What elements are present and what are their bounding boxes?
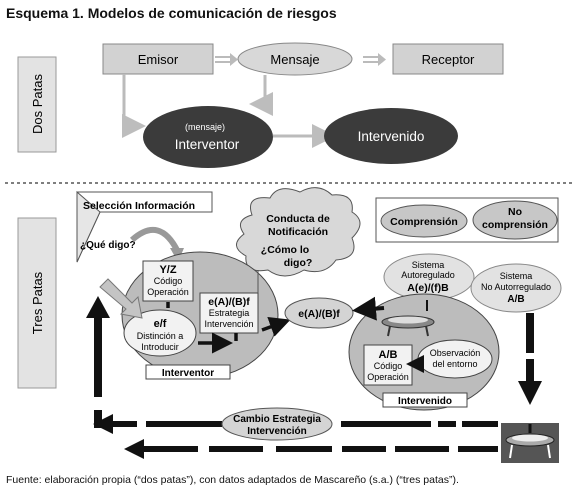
como-text-2: digo? [284, 257, 313, 269]
no-comprension-node [472, 200, 558, 240]
interventor-label-text: Interventor [162, 368, 214, 379]
intervenido-to-eab-mid-arrow [352, 296, 385, 321]
ab-text-2: Operación [367, 372, 409, 382]
source-footnote: Fuente: elaboración propia (“dos patas”)… [6, 474, 459, 486]
eab-to-eab-mid-arrow [261, 316, 291, 337]
ef-text-1: Distinción a [137, 331, 184, 341]
mensaje-node [237, 42, 353, 76]
cambio-text-1: Cambio Estrategia [233, 414, 321, 425]
emisor-to-mensaje-arrow [215, 53, 238, 66]
yz-box [142, 260, 194, 302]
sistema-noauto-text-1: Sistema [500, 271, 533, 281]
emisor-text: Emisor [138, 52, 179, 67]
yz-text-1: Código [154, 276, 183, 286]
dos-patas-label: Dos Patas [30, 74, 45, 134]
eab-box [199, 292, 259, 334]
bottom-dashed-arrow-upper [93, 414, 498, 434]
cambio-text-2: Intervención [247, 426, 306, 437]
eab-mid-text: e(A)/(B)f [298, 308, 340, 320]
interventor-text: Interventor [175, 137, 240, 152]
no-comprension-text-2: comprensión [482, 219, 548, 231]
seleccion-to-interventor-arrow [99, 278, 143, 319]
ab-text-1: Código [374, 361, 403, 371]
no-comprension-text-1: No [508, 206, 522, 218]
conducta-cloud [236, 187, 361, 277]
sistema-no-autorregulado-node [470, 263, 562, 313]
eab-text-2: Estrategia [209, 308, 250, 318]
interventor-node [143, 106, 273, 168]
intervenido-label-text: Intervenido [398, 396, 452, 407]
yz-text-2: Operación [147, 287, 189, 297]
intervenido-text: Intervenido [358, 129, 425, 144]
que-digo-text: ¿Qué digo? [80, 240, 136, 251]
sistema-auto-text-3: A(e)/(f)B [407, 282, 449, 294]
dos-patas-label-box [17, 56, 57, 153]
observacion-text-2: del entorno [432, 359, 477, 369]
cambio-estrategia-node [221, 407, 333, 441]
sistema-noauto-text-3: A/B [507, 294, 524, 305]
emisor-box [102, 43, 214, 75]
mensaje-text: Mensaje [270, 52, 319, 67]
ab-text: A/B [379, 349, 398, 361]
ef-text-2: Introducir [141, 342, 179, 352]
tres-patas-label-box [17, 217, 57, 389]
sistema-auto-text-2: Autoregulado [401, 270, 455, 280]
ab-box [363, 344, 413, 386]
intervenido-label-box [382, 392, 468, 408]
sistema-noauto-text-2: No Autorregulado [481, 282, 551, 292]
table-icon-2 [501, 423, 559, 463]
sistema-auto-text-1: Sistema [412, 260, 445, 270]
receptor-box [392, 43, 504, 75]
seleccion-shadow [76, 190, 101, 263]
intervenido-node [324, 108, 458, 164]
conducta-text-2: Notificación [268, 226, 328, 238]
bottom-dashed-arrow-lower [124, 439, 498, 459]
eab-text-3: Intervención [204, 319, 253, 329]
que-digo-curved-arrow [130, 227, 181, 254]
ef-node [123, 309, 197, 357]
mensaje-to-interventor-arrow [249, 75, 273, 116]
comprension-node [380, 204, 468, 238]
conducta-text-1: Conducta de [266, 213, 330, 225]
right-vertical-dashed-arrow [518, 313, 542, 405]
mensaje-to-receptor-arrow [363, 53, 386, 66]
ef-text: e/f [154, 318, 167, 330]
diagram-title: Esquema 1. Modelos de comunicación de ri… [6, 5, 337, 21]
table-icon-1 [381, 315, 435, 337]
eab-text-1: e(A)/(B)f [208, 296, 250, 308]
tres-patas-label: Tres Patas [30, 271, 45, 334]
receptor-text: Receptor [422, 52, 475, 67]
yz-text: Y/Z [159, 264, 176, 276]
emisor-to-interventor-arrow [122, 74, 146, 138]
interventor-small-text: (mensaje) [185, 122, 225, 132]
observacion-text-1: Observación [430, 348, 481, 358]
interventor-label-box [145, 364, 231, 380]
comprension-text: Comprensión [390, 216, 458, 228]
left-vertical-dashed-arrow [86, 296, 110, 428]
seleccion-text: Selección Información [83, 200, 195, 212]
como-text-1: ¿Cómo lo [261, 244, 309, 256]
